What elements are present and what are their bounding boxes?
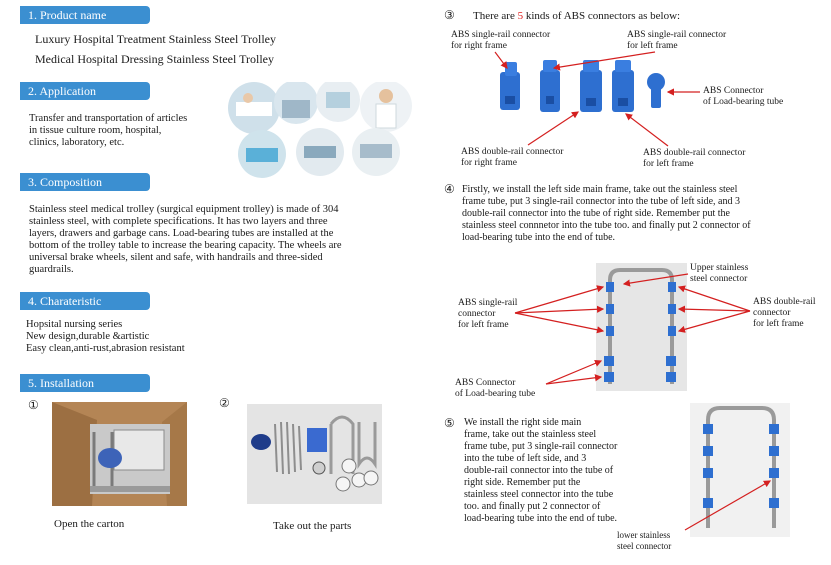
composition-line-5: universal brake wheels, silent and safe,… [29, 252, 323, 263]
step-3-text-after: kinds of ABS connectors as below: [523, 10, 681, 22]
step-5-line-5: double-rail connector into the tube of [464, 465, 614, 476]
carton-photo [52, 402, 187, 506]
step-4-line-4: stainless steel connnetor into the tube … [462, 220, 751, 231]
step-1-caption: Open the carton [54, 518, 125, 530]
section-header-installation: 5. Installation [20, 374, 150, 392]
step-2-number: ② [219, 396, 230, 410]
step-5-number: ⑤ [444, 416, 455, 430]
step-5-line-4: into the tube of left side, and 3 [464, 453, 587, 464]
application-line-1: Transfer and transportation of articles [29, 113, 188, 124]
section-header-characteristic: 4. Charateristic [20, 292, 150, 310]
step-2-caption: Take out the parts [273, 520, 352, 532]
product-name-line-1: Luxury Hospital Treatment Stainless Stee… [35, 32, 277, 46]
step-3-text-before: There are [473, 10, 518, 22]
parts-photo [247, 404, 382, 504]
load-bearing-connector [647, 73, 665, 108]
step-3-number: ③ [444, 8, 455, 22]
step-3-heading: There are 5 kinds of ABS connectors as b… [473, 10, 680, 22]
composition-line-1: Stainless steel medical trolley (surgica… [29, 204, 339, 215]
double-rail-right-connector [580, 60, 602, 112]
product-name-line-2: Medical Hospital Dressing Stainless Stee… [35, 52, 274, 66]
step-4-line-5: load-bearing tube into the end of tube. [462, 232, 616, 243]
characteristic-line-1: Hopsital nursing series [26, 319, 123, 330]
step-5-line-3: frame tube, put 3 single-rail connector [464, 441, 618, 452]
step-4-line-2: frame tube, put 3 single-rail connector … [462, 196, 740, 207]
application-line-2: in tissue culture room, hospital, [29, 125, 162, 136]
step-5-line-6: right side. Remember put the [464, 477, 581, 488]
step-4-number: ④ [444, 182, 455, 196]
double-rail-left-connector [612, 60, 634, 112]
characteristic-line-2: New design,durable &artistic [26, 331, 150, 342]
connector-count: 5 [517, 10, 524, 22]
step-5-line-8: too. and finally put 2 connector of [464, 501, 601, 512]
step-5-line-9: load-bearing tube into the end of tube. [464, 513, 618, 524]
section-header-product-name: 1. Product name [20, 6, 150, 24]
characteristic-line-3: Easy clean,anti-rust,abrasion resistant [26, 343, 185, 354]
step-5-line-1: We install the right side main [464, 417, 582, 428]
single-rail-right-connector [500, 62, 520, 110]
application-photo-collage [226, 82, 416, 178]
composition-line-2: stainless steel, with complete specifica… [29, 216, 328, 227]
section-header-application: 2. Application [20, 82, 150, 100]
step-4-line-3: double-rail connector into the tube of r… [462, 208, 730, 219]
composition-line-6: guardrails. [29, 264, 74, 275]
step-1-number: ① [28, 398, 39, 412]
section-header-composition: 3. Composition [20, 173, 150, 191]
step-4-line-1: Firstly, we install the left side main f… [462, 184, 738, 195]
composition-line-3: layers, drawers and garbage cans. Load-b… [29, 228, 334, 239]
composition-line-4: bottom of the trolley table to increase … [29, 240, 342, 251]
application-line-3: clinics, laboratory, etc. [29, 137, 125, 148]
step-5-line-2: frame, take out the stainless steel [464, 429, 597, 440]
step-5-line-7: stainless steel connector into the tube [464, 489, 614, 500]
single-rail-left-connector [540, 60, 560, 112]
